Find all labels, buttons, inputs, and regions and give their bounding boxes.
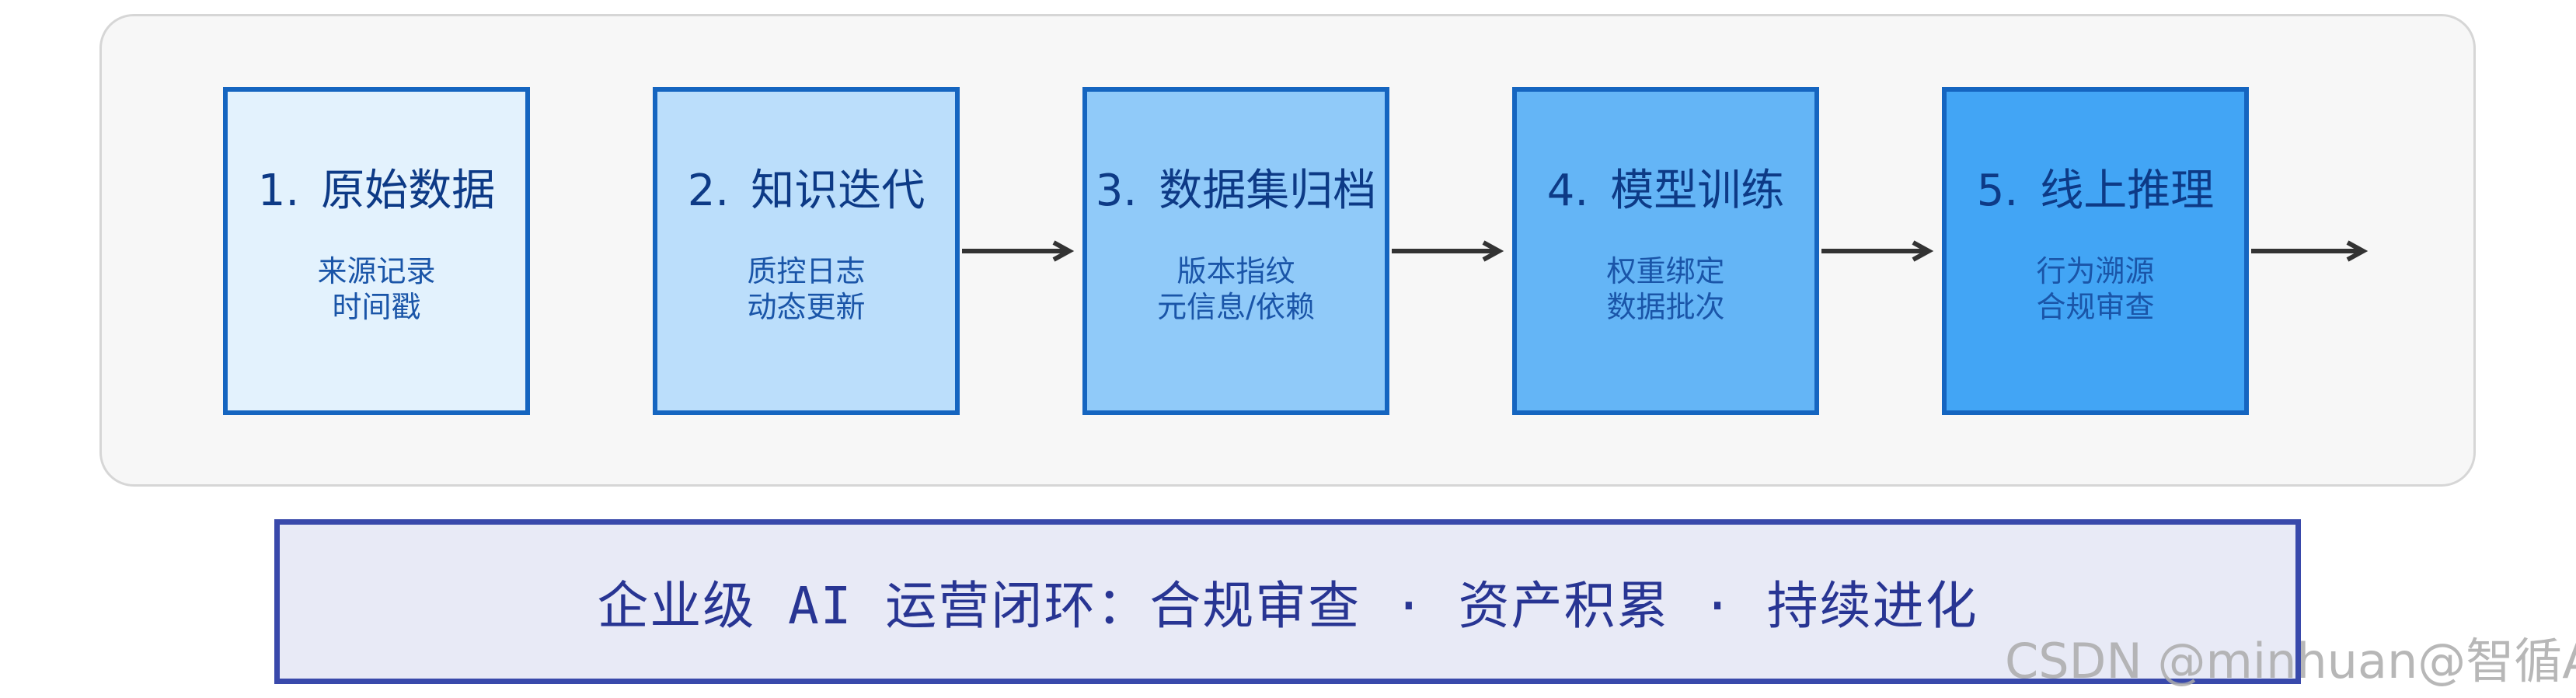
step-box-dataset-archive: 3. 数据集归档 版本指纹 元信息/依赖 xyxy=(1082,87,1389,415)
step-box-knowledge-iteration: 2. 知识迭代 质控日志 动态更新 xyxy=(653,87,960,415)
summary-banner: 企业级 AI 运营闭环：合规审查 · 资产积累 · 持续进化 xyxy=(274,519,2301,684)
step-number: 2. xyxy=(687,166,730,216)
step-subtitle-line2: 数据批次 xyxy=(1606,290,1725,324)
step-title-text: 线上推理 xyxy=(2040,166,2215,216)
watermark: CSDN @minhuan@智循AI xyxy=(2005,633,2576,689)
step-title: 1. 原始数据 xyxy=(258,163,495,219)
step-subtitle-line1: 来源记录 xyxy=(317,254,436,288)
step-title-text: 知识迭代 xyxy=(751,166,925,216)
step-box-model-training: 4. 模型训练 权重绑定 数据批次 xyxy=(1512,87,1819,415)
step-subtitle-line1: 版本指纹 xyxy=(1176,254,1295,288)
step-number: 3. xyxy=(1095,166,1138,216)
step-subtitle-line1: 行为溯源 xyxy=(2036,254,2155,288)
step-title: 4. 模型训练 xyxy=(1547,163,1784,219)
step-number: 4. xyxy=(1546,166,1589,216)
step-box-raw-data: 1. 原始数据 来源记录 时间戳 xyxy=(223,87,530,415)
step-subtitle-line2: 元信息/依赖 xyxy=(1157,290,1315,324)
step-title: 2. 知识迭代 xyxy=(688,163,925,219)
step-subtitle-line2: 合规审查 xyxy=(2036,290,2155,324)
step-number: 1. xyxy=(257,166,300,216)
step-title-text: 模型训练 xyxy=(1610,166,1785,216)
step-subtitle-line1: 权重绑定 xyxy=(1606,254,1725,288)
step-subtitle: 来源记录 时间戳 xyxy=(317,253,435,325)
step-subtitle: 质控日志 动态更新 xyxy=(747,253,865,325)
step-title-text: 原始数据 xyxy=(321,166,496,216)
step-subtitle-line1: 质控日志 xyxy=(747,254,866,288)
step-subtitle: 权重绑定 数据批次 xyxy=(1606,253,1724,325)
banner-text: 企业级 AI 运营闭环：合规审查 · 资产积累 · 持续进化 xyxy=(597,576,1978,636)
step-subtitle-line2: 时间戳 xyxy=(332,290,421,324)
step-subtitle: 行为溯源 合规审查 xyxy=(2036,253,2154,325)
step-box-online-inference: 5. 线上推理 行为溯源 合规审查 xyxy=(1942,87,2249,415)
arrow-right-icon xyxy=(1392,240,1504,262)
step-title: 3. 数据集归档 xyxy=(1096,163,1376,219)
step-title: 5. 线上推理 xyxy=(1977,163,2214,219)
arrow-right-icon xyxy=(1821,240,1934,262)
arrow-right-icon xyxy=(962,240,1075,262)
step-title-text: 数据集归档 xyxy=(1159,166,1377,216)
step-subtitle-line2: 动态更新 xyxy=(747,290,866,324)
step-number: 5. xyxy=(1976,166,2019,216)
arrow-right-icon xyxy=(2251,240,2368,262)
step-subtitle: 版本指纹 元信息/依赖 xyxy=(1157,253,1315,325)
